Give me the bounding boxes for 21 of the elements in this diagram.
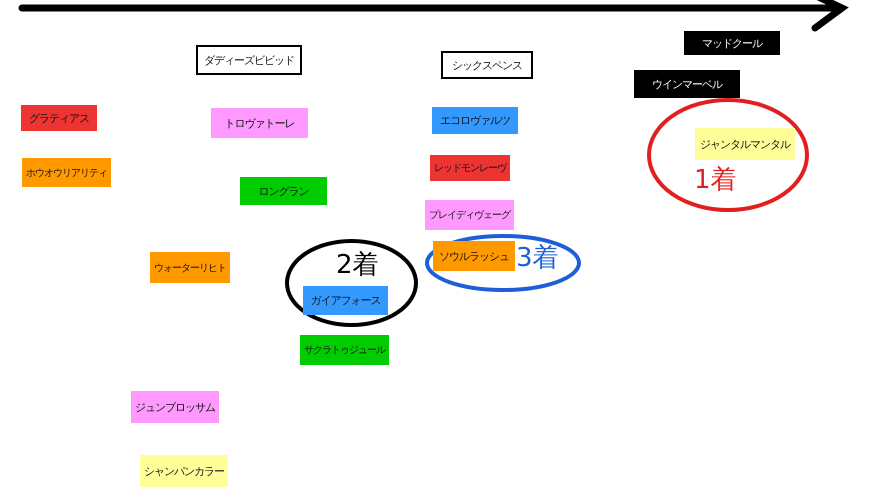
finish-rank-label: 1着 <box>694 167 737 193</box>
horse-name-tag: ウインマーベル <box>634 70 740 98</box>
horse-name-tag: ジャンタルマンタル <box>695 128 795 160</box>
horse-name-tag: レッドモンレーヴ <box>430 155 510 181</box>
horse-name-tag: ダディーズビビッド <box>196 45 302 75</box>
horse-name-tag: シックスペンス <box>441 51 533 79</box>
horse-name-tag: トロヴァトーレ <box>211 108 308 138</box>
horse-name-tag: ホウオウリアリティ <box>22 158 111 187</box>
finish-rank-label: 2着 <box>336 252 379 278</box>
finish-rank-label: 3着 <box>516 245 559 271</box>
horse-name-tag: エコロヴァルツ <box>432 107 518 134</box>
horse-name-tag: シャンパンカラー <box>140 455 228 487</box>
horse-name-tag: プレイディヴェーグ <box>425 200 514 230</box>
horse-name-tag: ウォーターリヒト <box>150 252 230 283</box>
horse-name-tag: ソウルラッシュ <box>433 241 515 271</box>
horse-name-tag: サクラトゥジュール <box>300 335 389 365</box>
horse-name-tag: ロングラン <box>240 177 327 205</box>
horse-name-tag: マッドクール <box>684 31 780 55</box>
horse-name-tag: ガイアフォース <box>303 286 388 315</box>
horse-name-tag: グラティアス <box>21 105 97 131</box>
horse-name-tag: ジュンブロッサム <box>131 391 219 423</box>
